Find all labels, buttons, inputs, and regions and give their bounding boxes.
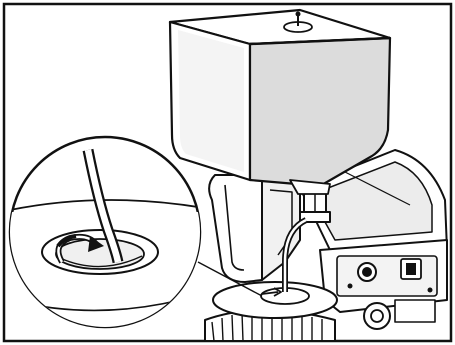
line-art-illustration (0, 0, 455, 345)
illustration-frame (0, 0, 455, 345)
